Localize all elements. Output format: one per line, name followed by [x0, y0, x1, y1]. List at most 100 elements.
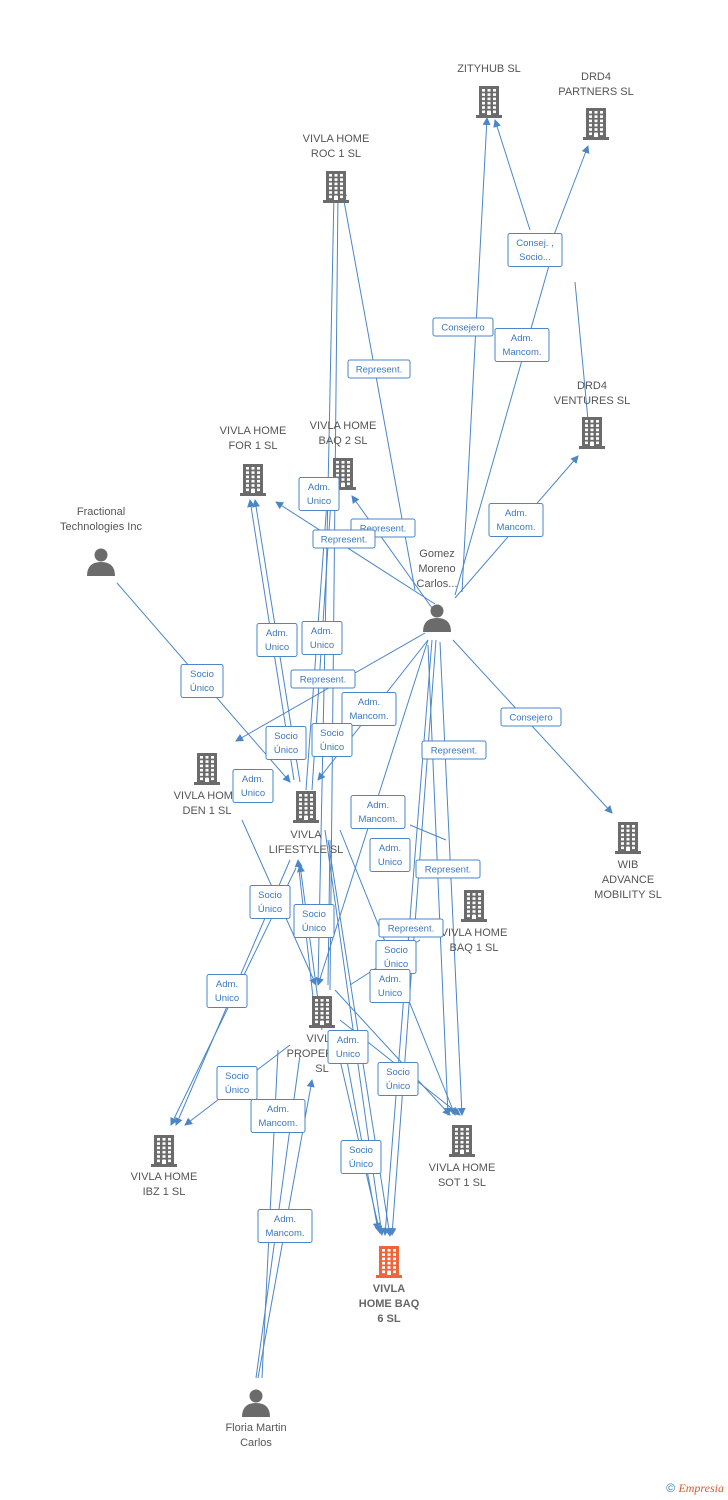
edge-label[interactable]: Adm.Unico [301, 621, 343, 655]
edge-label-box[interactable] [507, 233, 563, 267]
node-label[interactable]: ZITYHUB SL [457, 63, 521, 75]
building-icon[interactable] [476, 86, 502, 118]
edge-label[interactable]: Represent. [312, 529, 376, 549]
edge-label-box[interactable] [421, 740, 487, 760]
node-label[interactable]: WIB [618, 859, 639, 871]
edge-label-box[interactable] [432, 317, 494, 337]
building-icon[interactable] [323, 171, 349, 203]
edge-label-box[interactable] [488, 503, 544, 537]
edge-label[interactable]: Represent. [415, 859, 481, 879]
edge-label-box[interactable] [257, 1209, 313, 1243]
node-label[interactable]: ADVANCE [602, 874, 654, 886]
edge-label-box[interactable] [312, 529, 376, 549]
edge-label[interactable]: Adm.Mancom. [350, 795, 406, 829]
node-baq2[interactable]: VIVLA HOME BAQ 2 SL [310, 420, 377, 490]
node-label[interactable]: DRD4 [581, 71, 611, 83]
edge-label-box[interactable] [415, 859, 481, 879]
person-icon[interactable] [87, 548, 115, 577]
node-label[interactable]: Technologies Inc [60, 521, 142, 533]
edge-label-box[interactable] [265, 726, 307, 760]
node-ibz1[interactable]: VIVLA HOME IBZ 1 SL [131, 1135, 198, 1198]
edge-label[interactable]: Adm.Unico [298, 477, 340, 511]
edge-label[interactable]: Adm.Mancom. [341, 692, 397, 726]
node-label[interactable]: VIVLA HOME [310, 420, 377, 432]
edge-label[interactable]: Adm.Unico [206, 974, 248, 1008]
node-label[interactable]: IBZ 1 SL [143, 1186, 186, 1198]
edge-label[interactable]: Adm.Mancom. [250, 1099, 306, 1133]
node-zityhub[interactable]: ZITYHUB SL [457, 63, 521, 118]
building-icon[interactable] [151, 1135, 177, 1167]
node-label[interactable]: VIVLA HOME [131, 1171, 198, 1183]
edge-label-box[interactable] [301, 621, 343, 655]
edge-label-box[interactable] [340, 1140, 382, 1174]
node-label[interactable]: SOT 1 SL [438, 1177, 486, 1189]
edge-label-box[interactable] [369, 969, 411, 1003]
edge-label-box[interactable] [347, 359, 411, 379]
edge-label[interactable]: Adm.Mancom. [488, 503, 544, 537]
edge-label[interactable]: Represent. [421, 740, 487, 760]
node-label[interactable]: Gomez [419, 548, 454, 560]
person-icon[interactable] [242, 1389, 270, 1418]
node-sot1[interactable]: VIVLA HOME SOT 1 SL [429, 1125, 496, 1189]
node-label[interactable]: Floria Martin [225, 1422, 286, 1434]
person-icon[interactable] [423, 604, 451, 633]
building-icon[interactable] [615, 822, 641, 854]
edge-label[interactable]: Consej. ,Socio... [507, 233, 563, 267]
node-label[interactable]: VIVLA [290, 829, 322, 841]
node-label[interactable]: DRD4 [577, 380, 607, 392]
edge-label-box[interactable] [250, 1099, 306, 1133]
edge-label-box[interactable] [180, 664, 224, 698]
edge-label-box[interactable] [290, 669, 356, 689]
edge-label-box[interactable] [216, 1066, 258, 1100]
edge-label-box[interactable] [369, 838, 411, 872]
edge-label-box[interactable] [206, 974, 248, 1008]
edge-label-box[interactable] [341, 692, 397, 726]
edge-label[interactable]: Adm.Mancom. [494, 328, 550, 362]
edge-label-box[interactable] [298, 477, 340, 511]
edge-label-box[interactable] [500, 707, 562, 727]
building-icon[interactable] [240, 464, 266, 496]
node-label[interactable]: SL [315, 1063, 328, 1075]
node-label[interactable]: 6 SL [377, 1313, 401, 1325]
building-icon[interactable] [309, 996, 335, 1028]
node-label[interactable]: VIVLA HOME [303, 133, 370, 145]
edge-label-box[interactable] [327, 1030, 369, 1064]
edge-label[interactable]: Adm.Unico [256, 623, 298, 657]
edge-label[interactable]: Represent. [347, 359, 411, 379]
node-label[interactable]: PARTNERS SL [558, 86, 633, 98]
edge-label-box[interactable] [350, 795, 406, 829]
node-label[interactable]: VENTURES SL [554, 395, 630, 407]
building-icon[interactable] [461, 890, 487, 922]
edge-label-box[interactable] [293, 904, 335, 938]
edge-label[interactable]: Adm.Unico [369, 838, 411, 872]
node-label[interactable]: Carlos... [417, 578, 458, 590]
node-label[interactable]: VIVLA HOME [429, 1162, 496, 1174]
node-label[interactable]: VIVLA [373, 1283, 405, 1295]
edge-label[interactable]: Adm.Unico [369, 969, 411, 1003]
node-label[interactable]: Carlos [240, 1437, 272, 1449]
edge-label-box[interactable] [494, 328, 550, 362]
edge-label[interactable]: Adm.Unico [327, 1030, 369, 1064]
edge-label-box[interactable] [256, 623, 298, 657]
edge-label[interactable]: Represent. [378, 918, 444, 938]
node-label[interactable]: BAQ 2 SL [319, 435, 368, 447]
edge-label[interactable]: Consejero [500, 707, 562, 727]
edge-label-box[interactable] [377, 1062, 419, 1096]
node-label[interactable]: Moreno [418, 563, 455, 575]
edge-label[interactable]: Represent. [290, 669, 356, 689]
building-icon[interactable] [293, 791, 319, 823]
edge-label-box[interactable] [311, 723, 353, 757]
